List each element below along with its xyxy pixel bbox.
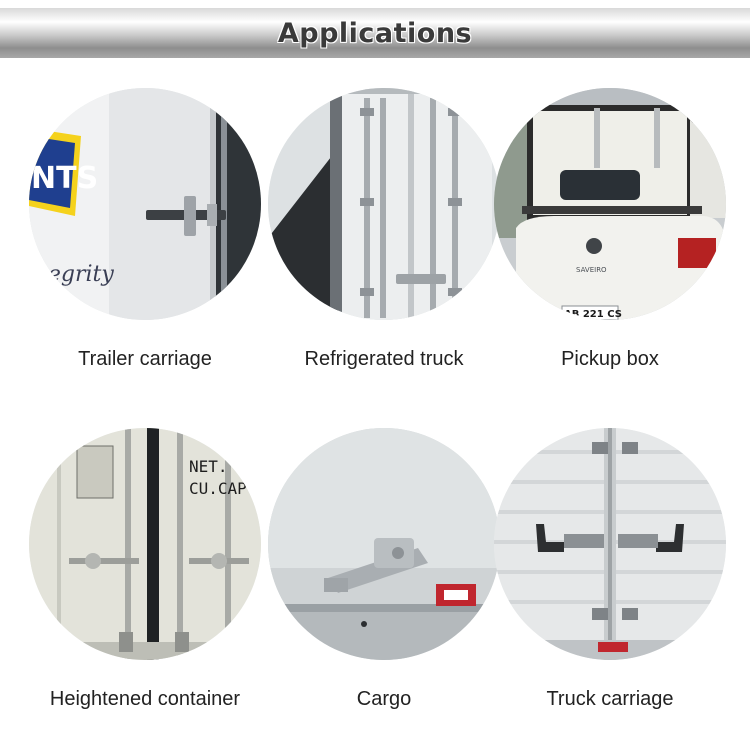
pickup-box-photo: SAVEIRO AB 221 CS	[494, 88, 726, 320]
application-label: Cargo	[356, 688, 412, 710]
truck-carriage-photo	[494, 428, 726, 660]
page-title: Applications	[277, 17, 473, 49]
application-card-pickup-box: SAVEIRO AB 221 CS Pickup box	[490, 88, 730, 370]
applications-banner: Applications	[0, 8, 750, 58]
application-label: Trailer carriage	[78, 348, 212, 370]
application-label: Truck carriage	[546, 688, 674, 710]
application-label: Heightened container	[49, 688, 241, 710]
pickup-plate-text: AB 221 CS	[564, 309, 622, 320]
refrigerated-truck-doors-illustration	[268, 88, 500, 320]
cargo-photo	[268, 428, 500, 660]
container-stencil-text-1: NET.	[189, 457, 228, 476]
application-label: Pickup box	[561, 348, 659, 370]
refrigerated-truck-photo	[268, 88, 500, 320]
application-card-heightened-container: NET. CU.CAP. Heightened container	[25, 428, 265, 710]
application-card-cargo: Cargo	[264, 428, 504, 710]
trailer-carriage-photo: NTS tegrity	[29, 88, 261, 320]
container-stencil-text-2: CU.CAP.	[189, 479, 256, 498]
heightened-container-photo: NET. CU.CAP.	[29, 428, 261, 660]
application-label: Refrigerated truck	[304, 348, 464, 370]
application-card-refrigerated-truck: Refrigerated truck	[264, 88, 504, 370]
application-card-truck-carriage: Truck carriage	[490, 428, 730, 710]
application-card-trailer-carriage: NTS tegrity Trailer carriage	[25, 88, 265, 370]
trailer-door-latch-illustration: NTS tegrity	[29, 88, 261, 320]
container-doors-illustration: NET. CU.CAP.	[29, 428, 261, 660]
pickup-badge-text: SAVEIRO	[576, 266, 607, 274]
pickup-truck-canopy-illustration: SAVEIRO AB 221 CS	[494, 88, 726, 320]
truck-carriage-doors-illustration	[494, 428, 726, 660]
trailer-logo-text: NTS	[31, 161, 98, 196]
cargo-latch-illustration	[268, 428, 500, 660]
trailer-slogan-text: tegrity	[39, 262, 114, 287]
